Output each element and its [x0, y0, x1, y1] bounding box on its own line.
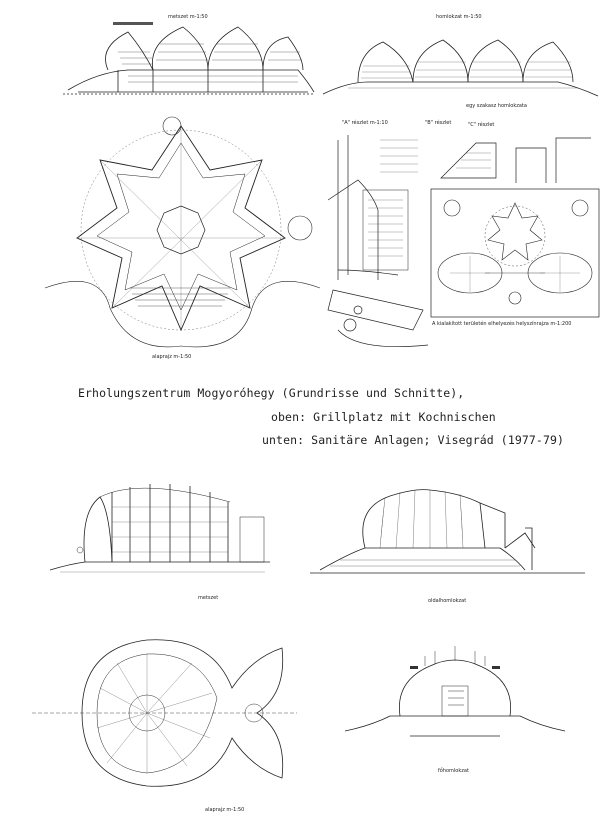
bottom-section-drawing [49, 484, 270, 573]
top-plan-drawing [44, 116, 321, 348]
top-elevation-label: homlokzat m-1:50 [436, 14, 482, 20]
detail-drawings [327, 135, 429, 347]
bottom-front-elevation-drawing [344, 646, 566, 737]
detail-a-label: "A" részlet m-1:10 [342, 120, 388, 126]
top-plan-label: alaprajz m-1:50 [152, 354, 192, 360]
bottom-front-elevation-label: főhomlokzat [438, 768, 469, 774]
top-sub-elevation-label: egy szakasz homlokzata [466, 103, 527, 109]
bottom-plan-drawing [32, 639, 297, 787]
top-section-drawing [63, 22, 315, 95]
detail-b-label: "B" részlet [425, 120, 452, 126]
site-plan-label: A kialakított területén elhelyezés helys… [432, 321, 572, 327]
bottom-plan-label: alaprajz m-1:50 [205, 807, 245, 813]
caption-line-1: Erholungszentrum Mogyoróhegy (Grundrisse… [78, 386, 465, 400]
bottom-section-label: metszet [198, 595, 219, 601]
bottom-side-elevation-label: oldalhomlokzat [428, 598, 467, 604]
detail-c-label: "C" részlet [468, 122, 495, 128]
top-elevation-drawing [322, 39, 599, 97]
caption-line-2: oben: Grillplatz mit Kochnischen [271, 410, 496, 424]
site-plan-drawing [430, 188, 600, 318]
detail-c-drawing [440, 137, 591, 183]
caption-line-3: unten: Sanitäre Anlagen; Visegrád (1977-… [262, 433, 565, 447]
bottom-side-elevation-drawing [310, 489, 585, 574]
top-section-label: metszet m-1:50 [168, 14, 208, 20]
